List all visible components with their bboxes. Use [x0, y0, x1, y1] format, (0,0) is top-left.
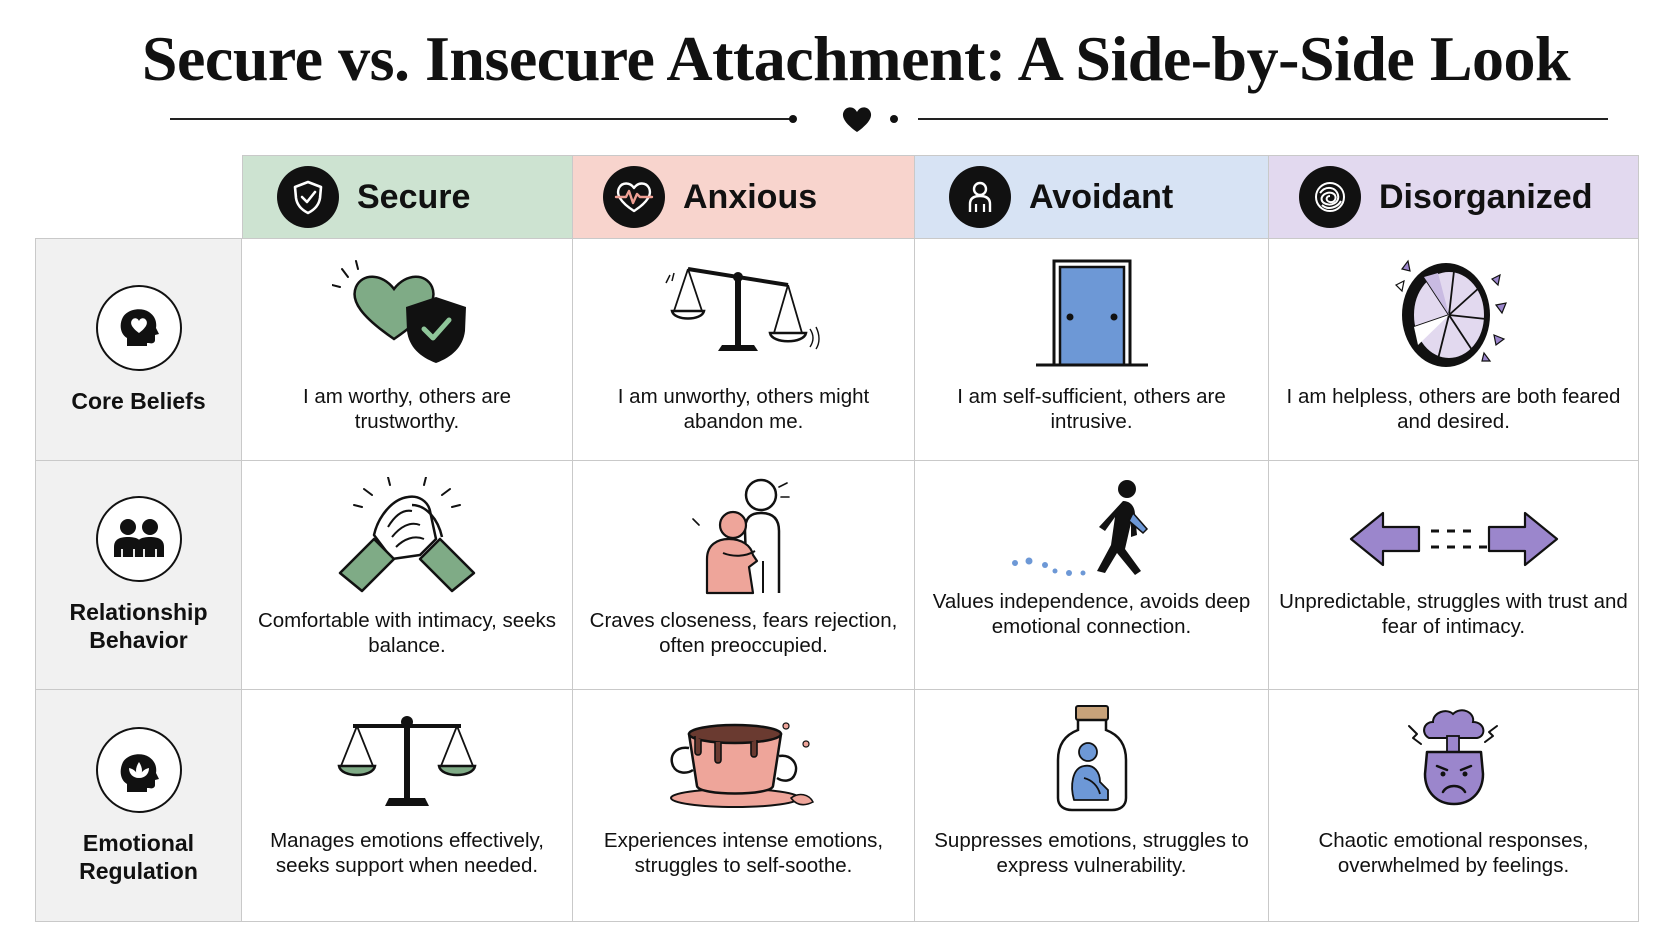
person-icon [949, 166, 1011, 228]
cell-description: Manages emotions effectively, seeks supp… [270, 829, 544, 877]
shield-check-icon [277, 166, 339, 228]
table-corner [35, 155, 242, 239]
balanced-scale-icon [242, 710, 572, 810]
cell-description: Suppresses emotions, struggles to expres… [934, 829, 1249, 877]
divider-dot [789, 115, 797, 123]
divider-dot [890, 115, 898, 123]
cell-disorganized-regulation: Chaotic emotional responses, overwhelmed… [1269, 690, 1639, 922]
cell-avoidant-regulation: Suppresses emotions, struggles to expres… [915, 690, 1269, 922]
comparison-table: Secure Anxious Avoidant [35, 155, 1639, 922]
row-label-text: Relationship Behavior [69, 599, 208, 653]
overflowing-cup-icon [573, 712, 914, 812]
closed-door-icon [915, 259, 1268, 369]
row-label-text: Emotional Regulation [79, 829, 198, 884]
cell-secure-core-beliefs: I am worthy, others are trustworthy. [242, 239, 573, 461]
title-divider-right [918, 118, 1608, 120]
clinging-person-icon [573, 475, 914, 595]
column-label: Secure [357, 177, 471, 216]
cell-disorganized-core-beliefs: I am helpless, others are both feared an… [1269, 239, 1639, 461]
cell-description: Comfortable with intimacy, seeks balance… [257, 609, 557, 657]
two-people-icon [95, 496, 182, 582]
cell-description: Craves closeness, fears rejection, often… [589, 609, 898, 657]
cell-disorganized-relationship: Unpredictable, struggles with trust and … [1269, 461, 1639, 690]
cell-description: I am worthy, others are trustworthy. [302, 385, 512, 433]
column-header-anxious: Anxious [573, 155, 915, 239]
opposite-arrows-icon [1269, 509, 1638, 569]
cell-description: Unpredictable, struggles with trust and … [1279, 590, 1628, 638]
row-label-text: Core Beliefs [71, 387, 206, 414]
column-label: Avoidant [1029, 177, 1174, 216]
head-lotus-icon [95, 726, 182, 813]
cell-anxious-relationship: Craves closeness, fears rejection, often… [573, 461, 915, 690]
column-header-disorganized: Disorganized [1269, 155, 1639, 239]
head-heart-icon [95, 284, 182, 371]
column-header-avoidant: Avoidant [915, 155, 1269, 239]
handshake-icon [242, 477, 572, 597]
cell-description: I am self-sufficient, others are intrusi… [957, 385, 1226, 433]
exploding-head-icon [1269, 704, 1638, 812]
cell-description: I am unworthy, others might abandon me. [617, 385, 870, 433]
cell-avoidant-core-beliefs: I am self-sufficient, others are intrusi… [915, 239, 1269, 461]
walking-away-icon [915, 479, 1268, 589]
cell-anxious-core-beliefs: I am unworthy, others might abandon me. [573, 239, 915, 461]
cell-avoidant-relationship: Values independence, avoids deep emotion… [915, 461, 1269, 690]
cell-description: Chaotic emotional responses, overwhelmed… [1318, 829, 1589, 877]
tilted-scale-icon [573, 261, 914, 361]
page-title: Secure vs. Insecure Attachment: A Side-b… [141, 23, 1571, 94]
broken-mirror-icon [1269, 257, 1638, 369]
cell-anxious-regulation: Experiences intense emotions, struggles … [573, 690, 915, 922]
row-label-emotional-regulation: Emotional Regulation [35, 690, 242, 922]
cell-secure-relationship: Comfortable with intimacy, seeks balance… [242, 461, 573, 690]
cell-secure-regulation: Manages emotions effectively, seeks supp… [242, 690, 573, 922]
title-divider-left [170, 118, 795, 120]
cell-description: Values independence, avoids deep emotion… [932, 590, 1251, 638]
divider-heart-icon [842, 107, 872, 132]
person-in-jar-icon [915, 704, 1268, 812]
tangle-icon [1299, 166, 1361, 228]
heart-shield-icon [242, 259, 572, 369]
cell-description: I am helpless, others are both feared an… [1286, 385, 1621, 433]
column-label: Anxious [683, 177, 818, 216]
row-label-relationship-behavior: Relationship Behavior [35, 461, 242, 690]
heartbeat-icon [603, 166, 665, 228]
column-label: Disorganized [1379, 177, 1593, 216]
column-header-secure: Secure [242, 155, 573, 239]
cell-description: Experiences intense emotions, struggles … [603, 829, 884, 877]
row-label-core-beliefs: Core Beliefs [35, 239, 242, 461]
